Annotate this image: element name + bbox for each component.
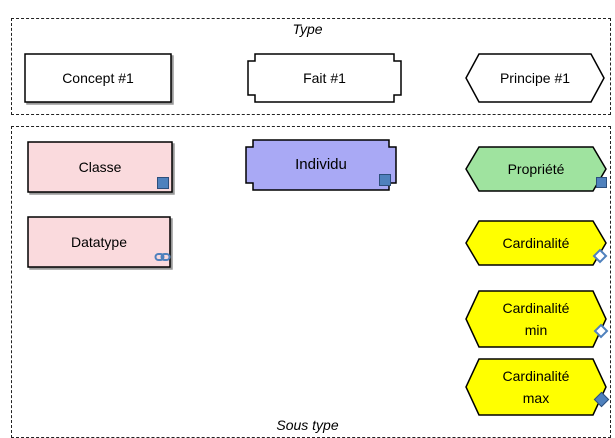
cardinalite-max-label: Cardinalité max: [502, 368, 570, 406]
concept-shape: [24, 53, 172, 103]
concept-label: Concept #1: [62, 70, 134, 86]
cardinalite-min-node[interactable]: Cardinalité min: [465, 290, 609, 348]
cardinalite-min-label: Cardinalité min: [502, 300, 570, 338]
principe-label: Principe #1: [499, 70, 571, 86]
cardinalite-node[interactable]: Cardinalité: [465, 220, 608, 266]
datatype-label: Datatype: [70, 234, 128, 250]
fait-label: Fait #1: [303, 70, 346, 86]
square-badge-icon: [596, 177, 607, 188]
cardinalite-max-shape: [465, 358, 607, 416]
classe-label: Classe: [78, 159, 122, 175]
link-badge-icon: [154, 253, 171, 261]
type-region: [11, 18, 611, 115]
square-badge-icon: [379, 174, 391, 186]
classe-node[interactable]: Classe: [27, 141, 173, 193]
concept-node[interactable]: Concept #1: [24, 53, 172, 103]
fait-shape: [247, 53, 402, 103]
classe-shape: [27, 141, 173, 193]
link-badge-icon: [592, 248, 608, 264]
subtype-section-label: Sous type: [276, 417, 339, 433]
datatype-shape: [27, 216, 171, 268]
cardinalite-shape: [465, 220, 607, 266]
principe-node[interactable]: Principe #1: [465, 53, 605, 103]
datatype-node[interactable]: Datatype: [27, 216, 171, 268]
propriete-label: Propriété: [507, 161, 565, 177]
fait-node[interactable]: Fait #1: [247, 53, 402, 103]
type-section-label: Type: [292, 21, 323, 37]
principe-shape: [465, 53, 605, 103]
cardinalite-label: Cardinalité: [502, 235, 570, 251]
individu-shape: [245, 139, 397, 191]
link-badge-icon: [593, 323, 609, 339]
individu-label: Individu: [295, 156, 347, 173]
cardinalite-min-shape: [465, 290, 607, 348]
square-badge-icon: [157, 177, 169, 189]
individu-node[interactable]: Individu: [245, 139, 397, 191]
cardinalite-max-node[interactable]: Cardinalité max: [465, 358, 610, 416]
propriete-shape: [465, 146, 607, 192]
propriete-node[interactable]: Propriété: [465, 146, 607, 192]
